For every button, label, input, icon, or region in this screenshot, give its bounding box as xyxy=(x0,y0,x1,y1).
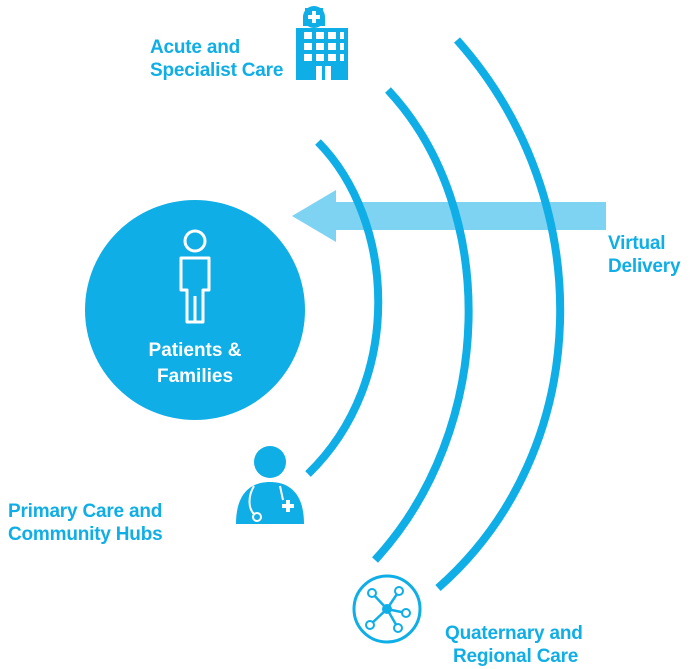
primary-line2: Community Hubs xyxy=(8,524,163,545)
patients-families-line1: Patients & xyxy=(148,340,242,361)
inner-arc xyxy=(305,139,383,477)
virtual-delivery-label: Virtual Delivery xyxy=(608,232,681,278)
acute-specialist-care-label: Acute and Specialist Care xyxy=(150,36,283,82)
doctor-icon xyxy=(236,446,304,524)
acute-line1: Acute and xyxy=(150,37,241,58)
quaternary-regional-care-label: Quaternary and Regional Care xyxy=(445,622,583,668)
virtual-line1: Virtual xyxy=(608,233,666,254)
quaternary-line2: Regional Care xyxy=(453,646,579,667)
acute-line2: Specialist Care xyxy=(150,60,284,81)
patients-families-line2: Families xyxy=(156,366,234,387)
network-icon xyxy=(352,574,422,644)
patients-families-label: Patients & Families xyxy=(105,338,285,390)
person-icon xyxy=(179,229,211,324)
virtual-delivery-arrow xyxy=(292,190,606,242)
outer-arc xyxy=(435,37,565,592)
primary-care-label: Primary Care and Community Hubs xyxy=(8,500,163,546)
quaternary-line1: Quaternary and xyxy=(445,623,583,644)
virtual-line2: Delivery xyxy=(608,256,681,277)
hospital-icon xyxy=(296,6,348,80)
middle-arc xyxy=(372,87,473,563)
primary-line1: Primary Care and xyxy=(8,501,163,522)
